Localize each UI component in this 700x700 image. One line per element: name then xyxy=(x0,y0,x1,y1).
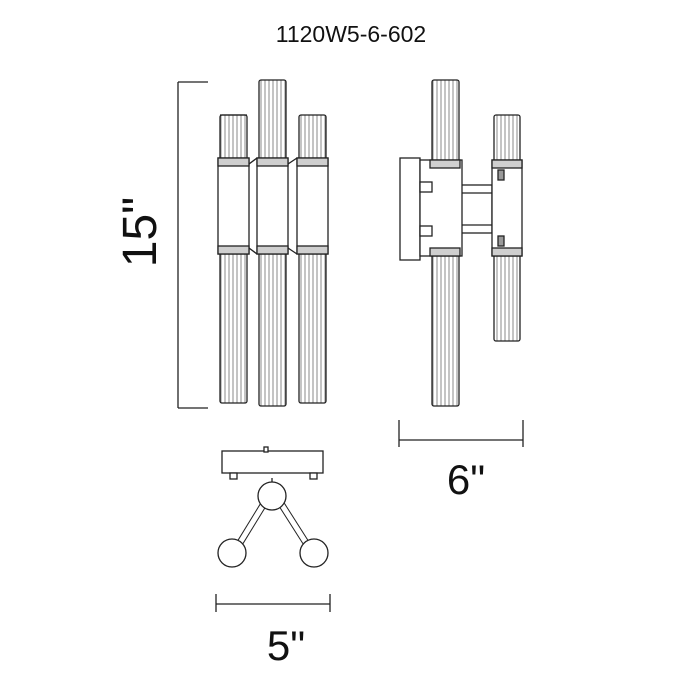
front-clamp-bodies xyxy=(217,157,329,255)
height-dimension-line xyxy=(177,81,208,409)
side-view xyxy=(398,79,524,447)
height-label: 15" xyxy=(114,197,167,267)
width-label: 5" xyxy=(267,622,305,669)
extension-dimension-line xyxy=(398,420,524,447)
model-number: 1120W5-6-602 xyxy=(276,21,426,47)
front-view xyxy=(177,79,329,409)
width-dimension-line xyxy=(215,594,331,612)
extension-label: 6" xyxy=(447,456,485,503)
side-tube-back xyxy=(419,79,463,407)
top-tube-right xyxy=(299,538,329,568)
side-tube-front xyxy=(491,114,523,342)
top-tube-left xyxy=(217,538,247,568)
top-canopy xyxy=(221,450,324,474)
top-view xyxy=(215,446,331,612)
top-tube-center xyxy=(257,481,287,511)
arm xyxy=(457,184,493,234)
wall-plate xyxy=(399,157,421,261)
